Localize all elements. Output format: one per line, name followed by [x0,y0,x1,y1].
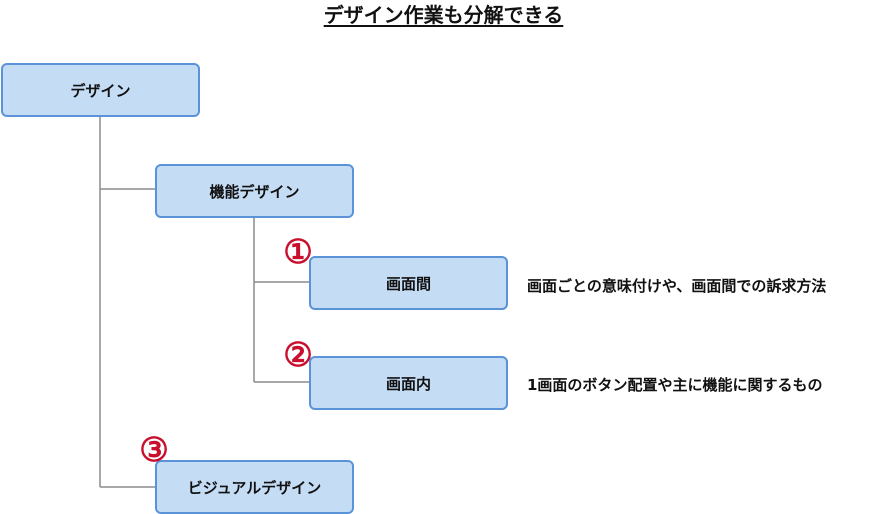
node-visual-design-label: ビジュアルデザイン [187,478,322,497]
description-between-screens: 画面ごとの意味付けや、画面間での訴求方法 [527,277,827,295]
node-functional-design: 機能デザイン [155,164,354,218]
node-between-screens: 画面間 [309,256,508,310]
node-functional-design-label: 機能デザイン [209,182,300,201]
badge-two: ② [283,334,313,374]
node-within-screen-label: 画面内 [385,374,431,393]
node-within-screen: 画面内 [309,356,508,410]
diagram-title-text: デザイン作業も分解できる [323,3,564,27]
badge-three: ③ [139,429,169,469]
node-design: デザイン [1,63,200,117]
diagram-title: デザイン作業も分解できる [0,0,887,30]
node-design-label: デザイン [70,81,131,100]
description-within-screen: 1画面のボタン配置や主に機能に関するもの [527,376,823,394]
node-between-screens-label: 画面間 [385,274,431,293]
node-visual-design: ビジュアルデザイン [155,460,354,514]
badge-one: ① [283,231,313,271]
